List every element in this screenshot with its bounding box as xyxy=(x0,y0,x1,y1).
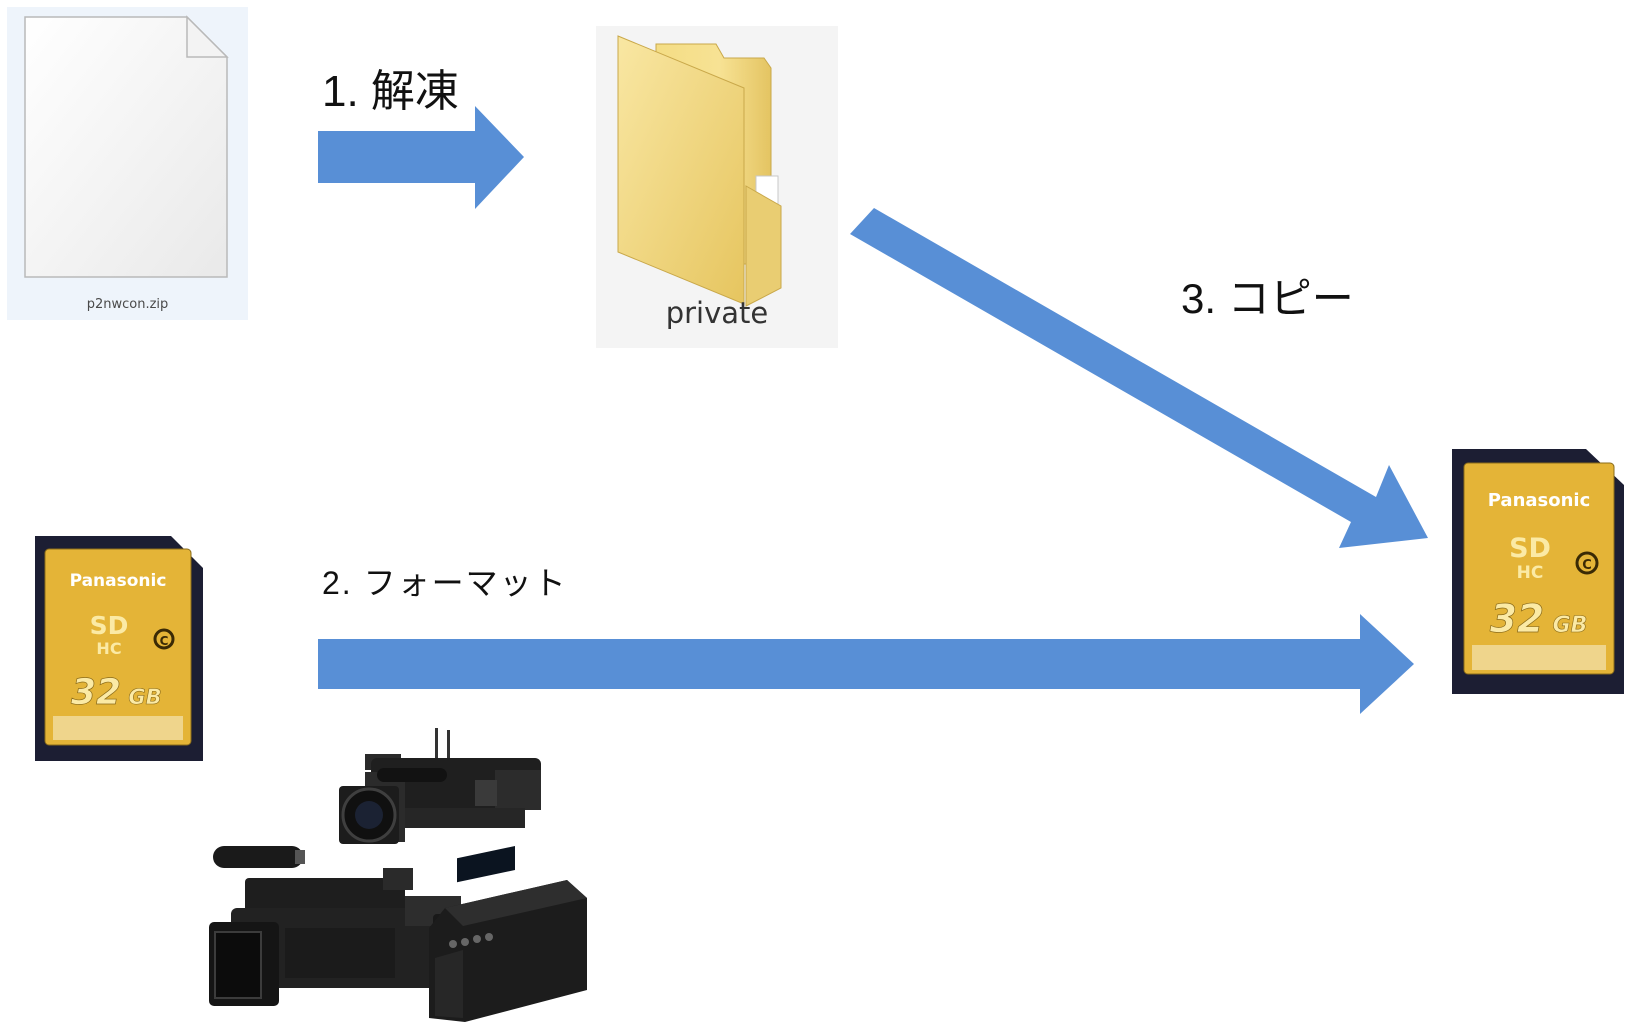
sd-type-top: SD xyxy=(1509,533,1551,564)
handheld-camcorder-icon xyxy=(209,846,461,1006)
sd-class: C xyxy=(160,634,169,648)
sd-type-bottom: HC xyxy=(96,639,121,658)
sd-card-right: Panasonic SD HC C 32 GB xyxy=(1452,449,1624,694)
sd-brand: Panasonic xyxy=(1488,490,1591,511)
sd-card-left: Panasonic SD HC C 32 GB xyxy=(35,536,203,761)
sd-brand: Panasonic xyxy=(70,571,167,591)
folder-icon xyxy=(617,35,782,307)
sd-capacity-unit: GB xyxy=(128,685,161,709)
sd-class: C xyxy=(1582,558,1592,573)
step-unzip-label: 1. 解凍 xyxy=(322,67,459,116)
portable-recorder-icon xyxy=(429,845,587,1022)
zip-file-thumbnail[interactable]: p2nwcon.zip xyxy=(7,7,248,320)
camera-devices xyxy=(209,728,587,1022)
step-format-label: 2. フォーマット xyxy=(322,565,568,601)
zip-file-name: p2nwcon.zip xyxy=(86,297,169,312)
sd-type-top: SD xyxy=(90,611,129,640)
sd-capacity-unit: GB xyxy=(1553,613,1588,638)
format-arrow-shape xyxy=(318,614,1414,714)
private-folder-thumbnail[interactable]: private xyxy=(596,26,838,348)
sd-type-bottom: HC xyxy=(1517,563,1544,583)
unzip-arrow-shape xyxy=(318,106,524,209)
shoulder-camcorder-icon xyxy=(339,728,541,844)
sd-capacity: 32 xyxy=(1490,597,1544,642)
sd-capacity: 32 xyxy=(71,672,121,713)
copy-arrow-shape xyxy=(850,208,1428,548)
step-copy-label: 3. コピー xyxy=(1181,275,1354,322)
blank-file-icon xyxy=(24,15,229,278)
folder-name: private xyxy=(665,296,769,330)
